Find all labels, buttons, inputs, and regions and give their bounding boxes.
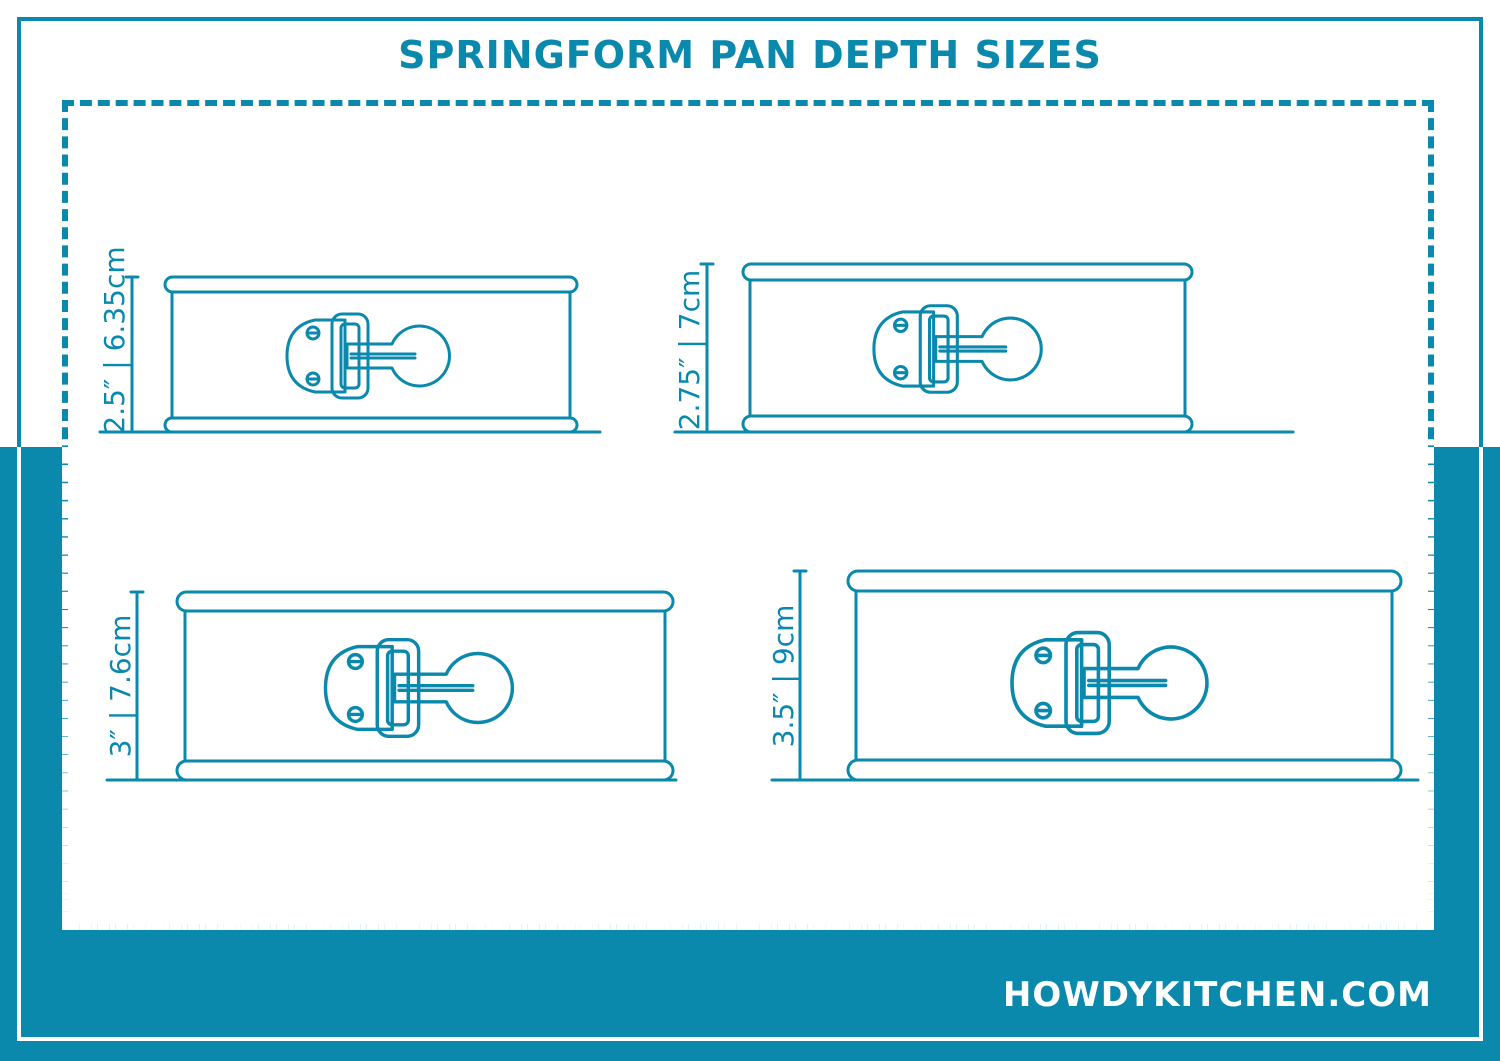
site-url: HOWDYKITCHEN.COM [1002, 975, 1432, 1015]
springform-pan-2 [673, 262, 1295, 434]
springform-pan-1 [98, 275, 602, 434]
dashed-diagram-panel-lower-edge [62, 447, 1434, 930]
depth-label-pan-1: 2.5″ | 6.35cm [98, 246, 131, 433]
page-title: SPRINGFORM PAN DEPTH SIZES [398, 33, 1102, 77]
depth-label-pan-3: 3″ | 7.6cm [104, 615, 137, 758]
springform-pan-4 [770, 569, 1420, 782]
outer-frame-lower [17, 447, 1483, 1041]
depth-label-pan-4: 3.5″ | 9cm [767, 605, 800, 748]
springform-pan-3 [105, 590, 678, 782]
dashed-diagram-panel [62, 100, 1434, 930]
depth-label-pan-2: 2.75″ | 7cm [673, 270, 706, 431]
